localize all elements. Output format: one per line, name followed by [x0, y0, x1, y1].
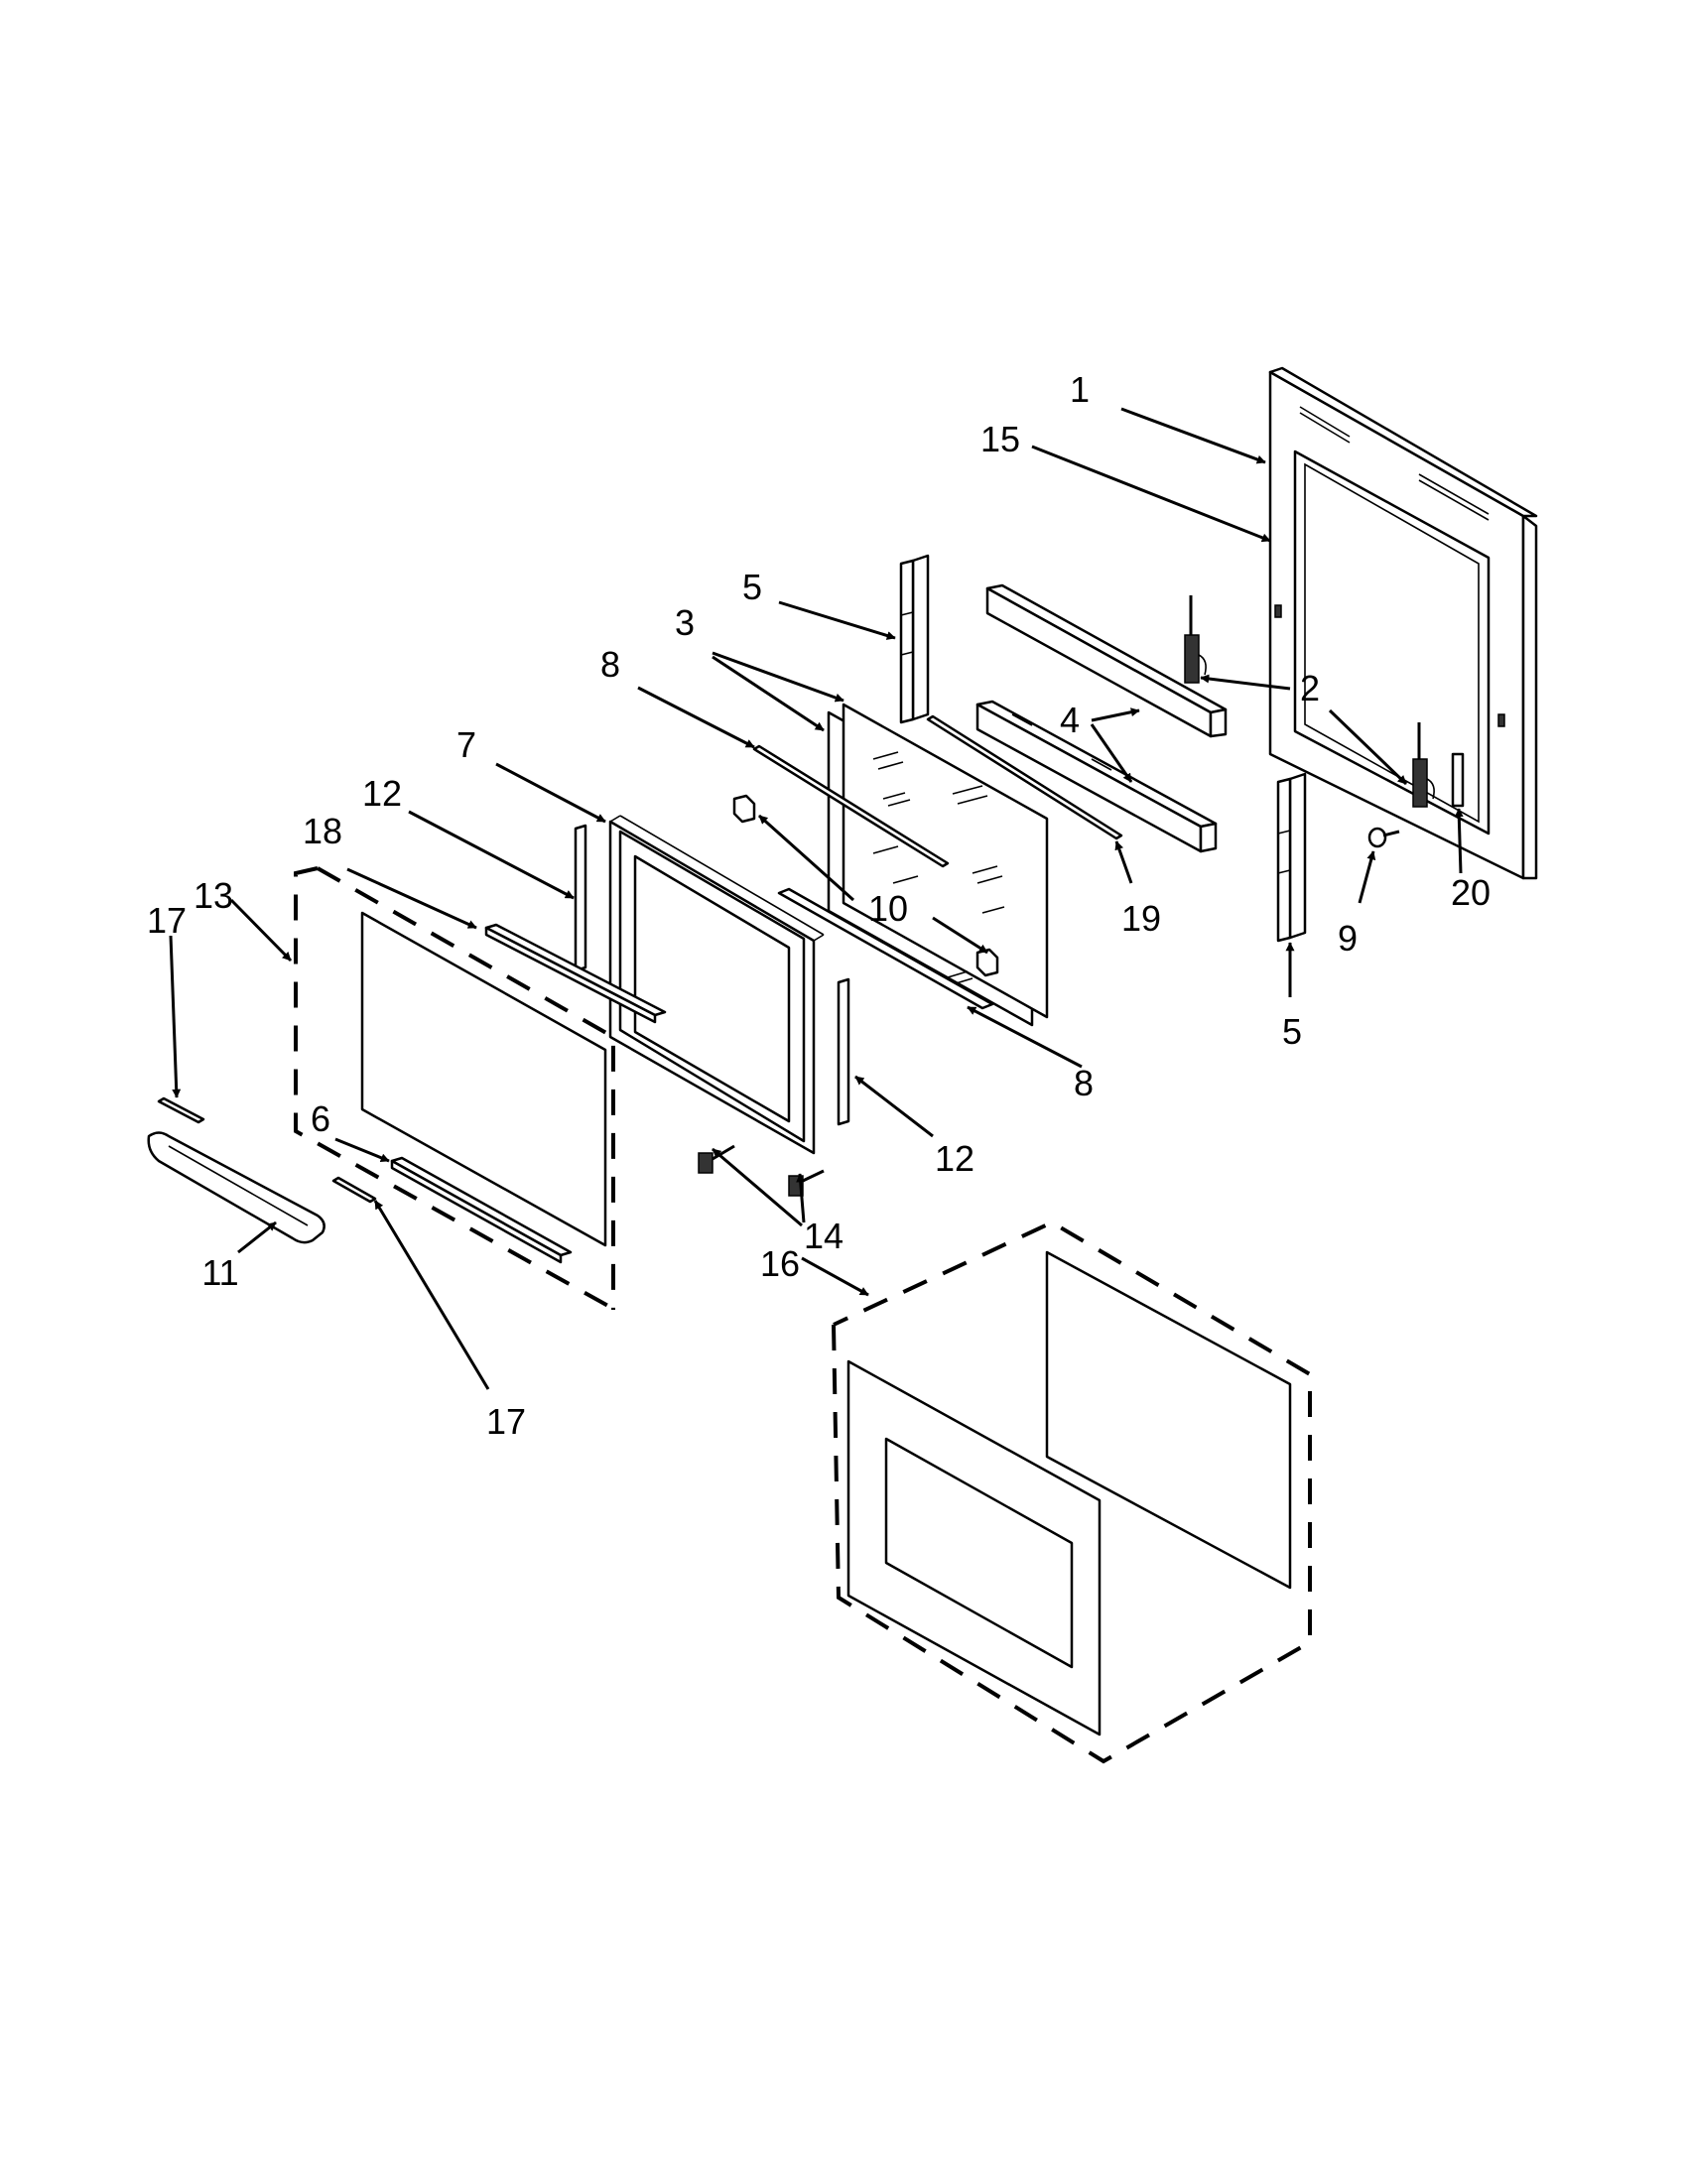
callout-12: 12 [935, 1138, 974, 1179]
callout-5: 5 [742, 567, 762, 607]
callouts: 1 15 5 3 2 8 4 7 12 18 13 17 10 19 20 9 … [147, 369, 1491, 1442]
callout-9: 9 [1338, 918, 1358, 959]
hinge-receiver [1451, 752, 1465, 808]
callout-15: 15 [980, 419, 1020, 459]
door-frame [608, 815, 825, 1155]
glass-spacer-lower [777, 887, 994, 1010]
outer-glass-panel [360, 911, 607, 1247]
leader-lines [169, 407, 1464, 1390]
callout-2: 2 [1300, 668, 1320, 708]
callout-11: 11 [201, 1252, 238, 1293]
hinge-channel-lower [1276, 772, 1307, 943]
callout-8: 8 [600, 644, 620, 685]
callout-12: 12 [362, 773, 402, 814]
callout-3: 3 [675, 602, 695, 643]
callout-10: 10 [868, 888, 908, 929]
callout-16: 16 [760, 1243, 800, 1284]
rear-glass-panel [1045, 1250, 1292, 1590]
bumper-lower [975, 948, 999, 977]
inner-door-panel [1268, 366, 1538, 880]
callout-6: 6 [311, 1098, 330, 1139]
screw [1367, 827, 1400, 848]
door-stop-left [698, 1144, 735, 1174]
outer-door-assembly [294, 866, 616, 1312]
callout-17: 17 [147, 900, 187, 941]
front-glass-panel [846, 1359, 1102, 1736]
door-handle [147, 1131, 325, 1244]
callout-7: 7 [456, 724, 476, 765]
hinge-upper [1184, 595, 1207, 684]
top-trim-rail [484, 923, 667, 1024]
bumper-upper [732, 794, 756, 824]
clip-lower [331, 1176, 377, 1204]
callout-19: 19 [1121, 898, 1161, 939]
callout-14: 14 [804, 1216, 844, 1256]
callout-5: 5 [1282, 1011, 1302, 1052]
hinge-channel-upper [899, 554, 930, 724]
callout-17: 17 [486, 1401, 526, 1442]
callout-13: 13 [194, 875, 233, 916]
bottom-trim-rail [390, 1156, 573, 1264]
clip-upper [157, 1096, 205, 1124]
callout-20: 20 [1451, 872, 1491, 913]
door-stop-right [788, 1169, 825, 1197]
door-glass-kit [832, 1220, 1312, 1764]
callout-8: 8 [1074, 1063, 1094, 1103]
side-bracket-left [574, 824, 587, 972]
callout-1: 1 [1070, 369, 1090, 410]
glass-spacer-upper [752, 744, 950, 868]
glass-seal-strip [926, 714, 1123, 840]
insulation-blocks [975, 583, 1228, 853]
callout-4: 4 [1060, 700, 1080, 740]
side-bracket-right [837, 977, 850, 1126]
hinge-lower [1412, 722, 1435, 808]
callout-18: 18 [303, 811, 342, 851]
